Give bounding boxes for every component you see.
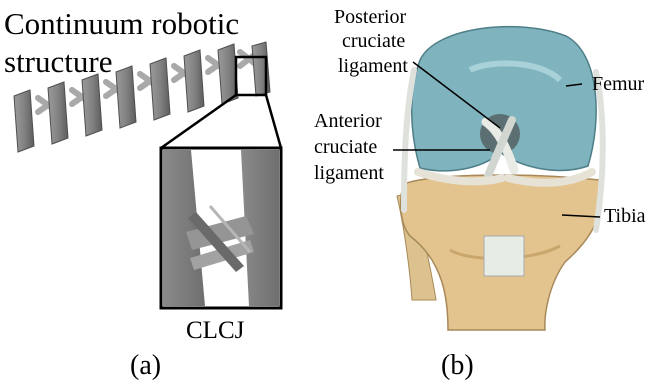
anterior-label-line2: cruciate <box>314 136 377 160</box>
anterior-label-line3: ligament <box>314 162 384 186</box>
caption-b: (b) <box>441 352 474 380</box>
posterior-label-line2: cruciate <box>342 30 405 54</box>
tibia-label: Tibia <box>604 205 646 229</box>
knee-illustration <box>397 27 603 330</box>
posterior-label-line3: ligament <box>338 55 408 79</box>
robot-title-line2: structure <box>4 46 112 77</box>
anterior-label-line1: Anterior <box>314 110 382 134</box>
caption-a: (a) <box>130 352 161 380</box>
robot-title-line1: Continuum robotic <box>4 8 239 39</box>
posterior-label-line1: Posterior <box>334 6 406 30</box>
clcj-inset <box>161 148 281 308</box>
femur-label: Femur <box>592 73 644 97</box>
clcj-label: CLCJ <box>186 318 244 343</box>
